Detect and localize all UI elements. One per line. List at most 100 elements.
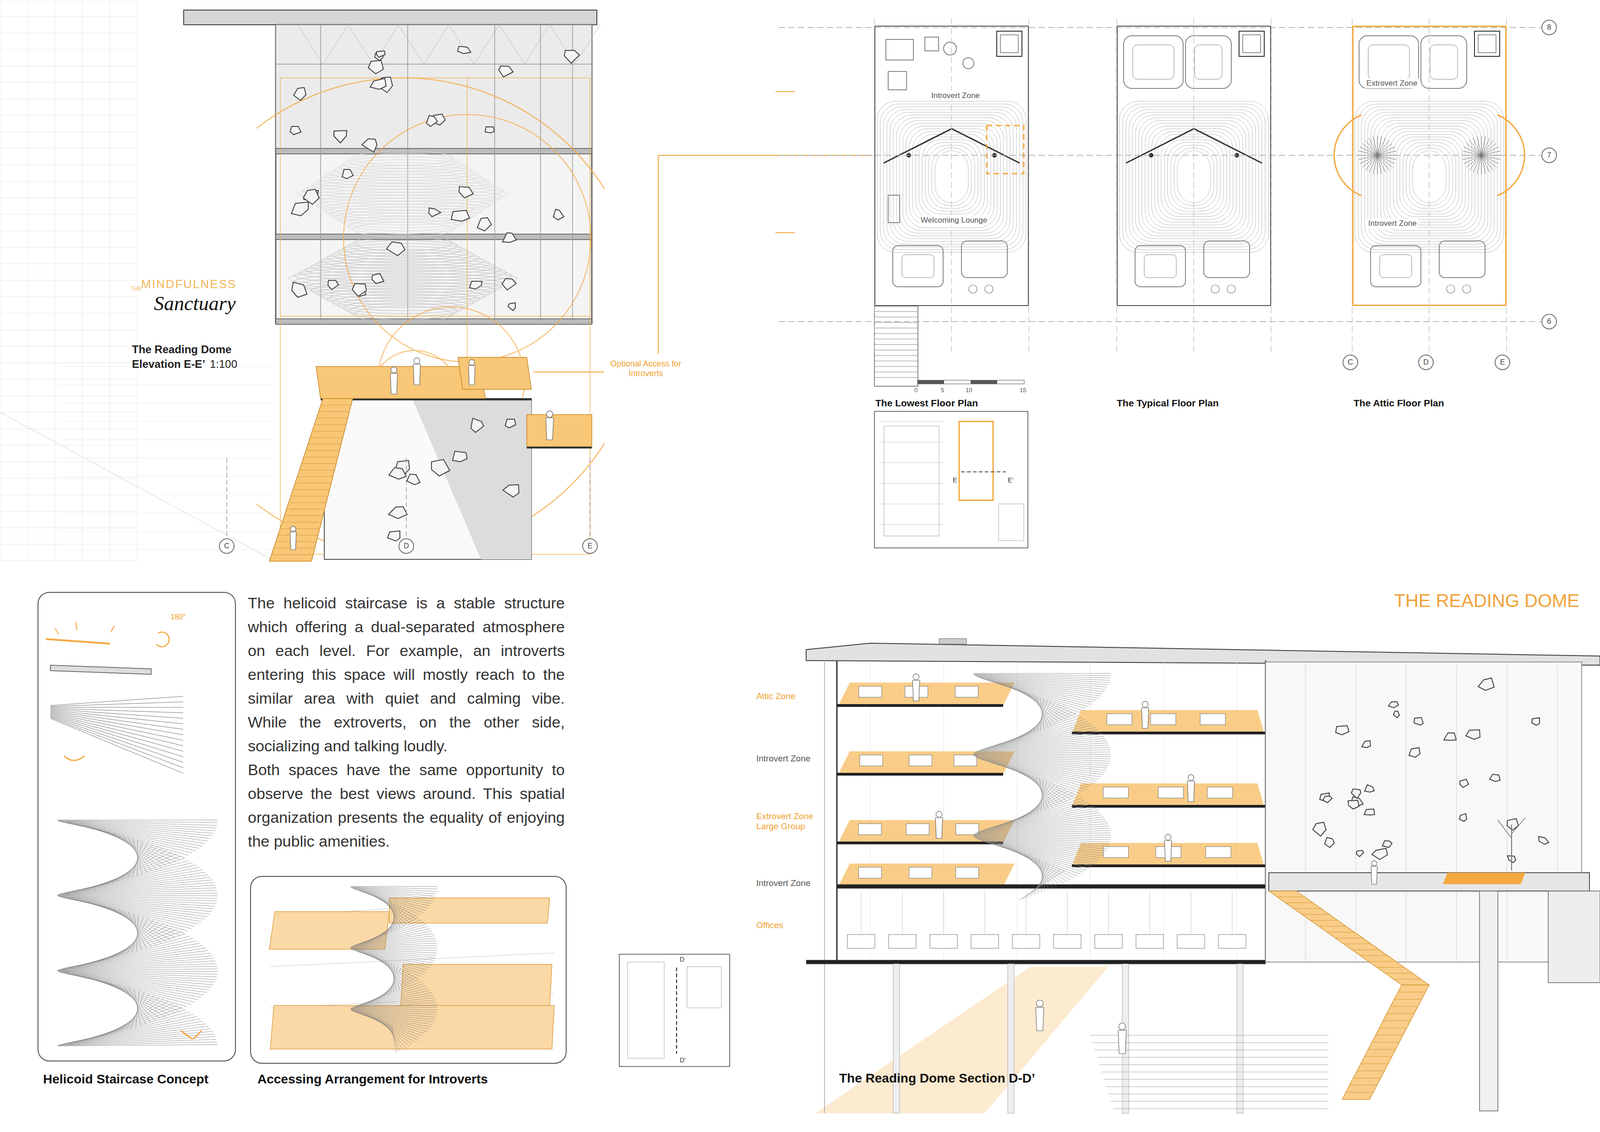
drawing-rect <box>1439 240 1486 278</box>
drawing-line <box>378 1020 410 1046</box>
drawing-line <box>775 91 795 93</box>
drawing-line <box>985 679 1099 699</box>
drawing-line <box>50 713 184 746</box>
drawing-line <box>0 16 138 17</box>
body-text: Both spaces have the same opportunity to… <box>247 757 565 853</box>
helicoid-line <box>302 189 504 205</box>
drawing-line <box>1236 661 1238 962</box>
drawing-line <box>1101 1071 1329 1073</box>
drawing-line <box>130 992 144 1029</box>
drawing-line <box>63 897 212 912</box>
drawing-line <box>109 0 111 562</box>
drawing-line <box>73 975 202 998</box>
drawing-line <box>303 456 339 458</box>
drawing-rect <box>1239 31 1265 57</box>
drawing-line <box>388 1023 400 1052</box>
drawing-line <box>70 899 205 920</box>
drawing-rect <box>1103 786 1129 798</box>
drawing-rect <box>884 425 940 536</box>
drawing-shape <box>342 169 354 179</box>
drawing-shape <box>1414 717 1424 726</box>
drawing-rect <box>687 966 722 1008</box>
drawing-line <box>275 63 592 65</box>
drawing-line <box>74 1018 201 1042</box>
grid-bubble: 8 <box>1541 19 1557 36</box>
grid-bubble: E <box>1494 354 1511 371</box>
drawing-line <box>1481 147 1499 156</box>
drawing-circle <box>1211 284 1220 294</box>
drawing-line <box>1462 155 1482 160</box>
drawing-line <box>977 740 1107 752</box>
drawing-line <box>1364 1056 1393 1057</box>
drawing-line <box>1405 661 1407 962</box>
drawing-line <box>1071 864 1266 868</box>
drawing-line <box>981 759 1104 775</box>
drawing-line <box>0 263 138 265</box>
drawing-line <box>1110 1101 1329 1102</box>
drawing-line <box>879 524 944 525</box>
zone-label: Welcoming Lounge <box>919 215 989 226</box>
drawing-line <box>290 496 328 497</box>
drawing-line <box>879 503 944 505</box>
drawing-line <box>318 411 350 412</box>
drawing-line <box>360 1013 428 1032</box>
drawing-line <box>57 819 218 821</box>
drawing-line <box>987 842 1097 863</box>
drawing-line <box>879 442 944 443</box>
drawing-line <box>358 951 430 968</box>
drawing-line <box>64 952 211 968</box>
drawing-shape <box>458 357 532 390</box>
drawing-circle <box>413 357 420 364</box>
drawing-line <box>131 840 143 878</box>
drawing-rect <box>1094 934 1123 949</box>
drawing-line <box>353 997 435 1007</box>
drawing-line <box>775 232 795 234</box>
drawing-line <box>1028 693 1056 725</box>
drawing-shape <box>1489 774 1501 782</box>
drawing-shape <box>838 682 1015 706</box>
drawing-rect <box>859 754 883 766</box>
drawing-line <box>1428 18 1430 355</box>
helicoid-line <box>325 168 481 184</box>
drawing-line <box>0 148 138 149</box>
drawing-line <box>1071 804 1266 808</box>
drawing-line <box>979 677 1104 692</box>
drawing-shape <box>470 418 484 433</box>
drawing-line <box>1025 691 1060 723</box>
drawing-rect <box>275 24 592 152</box>
drawing-rect <box>1103 846 1129 858</box>
drawing-line <box>874 311 918 312</box>
drawing-line <box>984 890 986 935</box>
drawing-line <box>118 909 157 945</box>
drawing-shape <box>1322 796 1333 803</box>
drawing-line <box>1360 1063 1389 1064</box>
drawing-line <box>351 949 437 956</box>
section-mark: D’ <box>679 1056 686 1064</box>
drawing-shape <box>426 115 438 127</box>
drawing-shape <box>388 467 407 480</box>
drawing-line <box>973 754 1111 757</box>
drawing-line <box>1025 704 1060 736</box>
drawing-shape <box>1382 840 1393 848</box>
drawing-circle <box>546 410 553 418</box>
drawing-shape <box>270 1005 555 1049</box>
drawing-line <box>676 967 678 1054</box>
drawing-line <box>1022 868 1062 899</box>
drawing-shape <box>838 863 1015 887</box>
drawing-line <box>1473 137 1482 156</box>
drawing-line <box>286 508 325 510</box>
drawing-circle <box>1141 701 1148 708</box>
drawing-line <box>1477 136 1482 156</box>
drawing-line <box>974 755 1110 761</box>
drawing-line <box>350 945 438 948</box>
drawing-line <box>180 1030 193 1039</box>
drawing-line <box>121 844 153 881</box>
drawing-line <box>0 511 138 512</box>
drawing-line <box>994 764 1089 788</box>
drawing-line <box>943 661 945 962</box>
drawing-rect <box>1479 890 1498 1111</box>
helicoid-line <box>297 186 509 202</box>
drawing-shape <box>376 50 386 58</box>
drawing-line <box>1028 774 1056 806</box>
drawing-shape <box>1348 800 1360 809</box>
